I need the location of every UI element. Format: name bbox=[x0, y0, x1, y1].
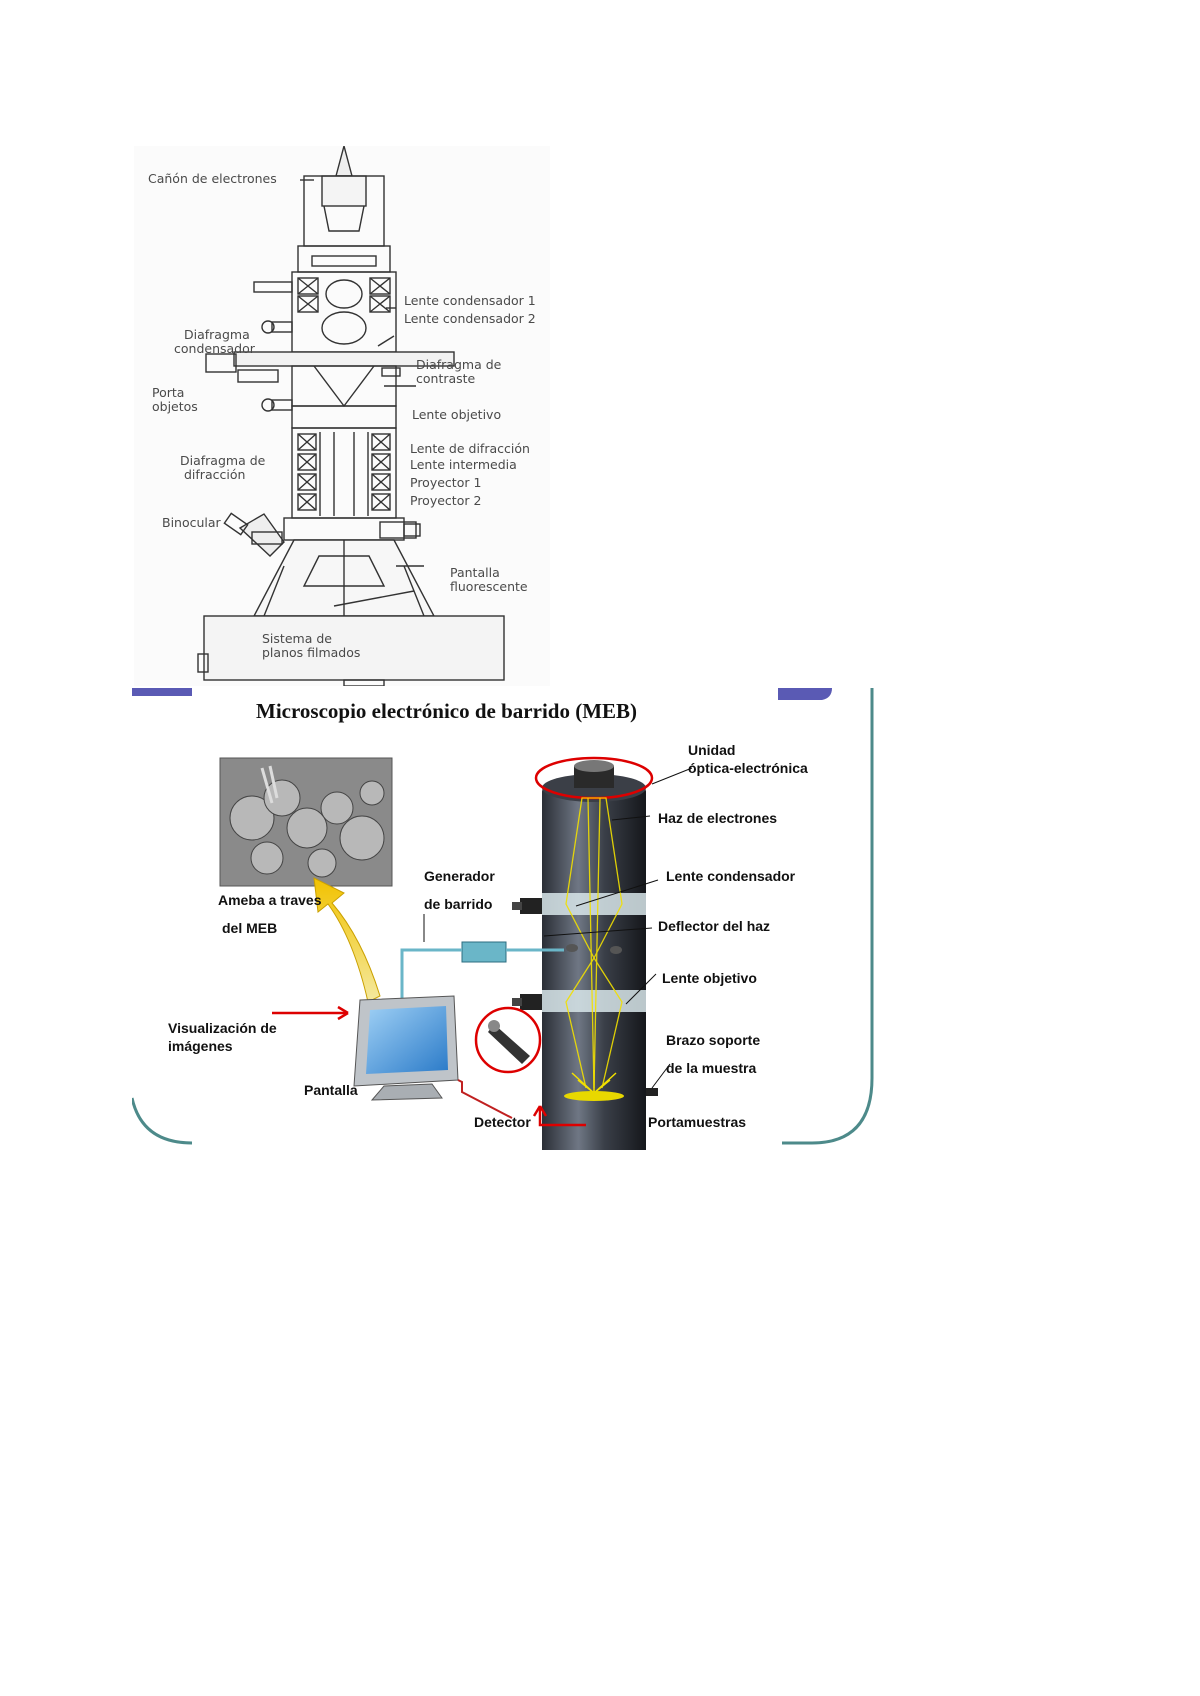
label-lente-condensador: Lente condensador bbox=[666, 868, 796, 884]
label-porta-2: objetos bbox=[152, 399, 198, 414]
label-lente-cond-1: Lente condensador 1 bbox=[404, 293, 536, 308]
label-lente-objetivo: Lente objetivo bbox=[412, 407, 502, 422]
label-visualizacion-1: Visualización de bbox=[168, 1020, 277, 1036]
label-brazo-2: de la muestra bbox=[666, 1060, 757, 1076]
label-sistema-2: planos filmados bbox=[262, 645, 361, 660]
label-pantalla-1: Pantalla bbox=[450, 565, 500, 580]
label-unidad-2: óptica-electrónica bbox=[688, 760, 808, 776]
label-porta-1: Porta bbox=[152, 385, 185, 400]
label-pantalla-2: fluorescente bbox=[450, 579, 528, 594]
tem-diagram: Cañón de electrones Lente condensador 1 … bbox=[134, 146, 550, 686]
label-unidad-1: Unidad bbox=[688, 742, 736, 758]
label-proyector-1: Proyector 1 bbox=[410, 475, 482, 490]
label-binocular: Binocular bbox=[162, 515, 221, 530]
label-portamuestras: Portamuestras bbox=[648, 1114, 747, 1130]
label-detector: Detector bbox=[474, 1114, 531, 1130]
label-diafragma-contraste-2: contraste bbox=[416, 371, 476, 386]
label-generador-1: Generador bbox=[424, 868, 495, 884]
label-deflector: Deflector del haz bbox=[658, 918, 771, 934]
label-pantalla-sem: Pantalla bbox=[304, 1082, 358, 1098]
label-diafragma-dif-2: difracción bbox=[184, 467, 246, 482]
label-lente-objetivo-sem: Lente objetivo bbox=[662, 970, 757, 986]
sem-title: Microscopio electrónico de barrido (MEB) bbox=[256, 699, 638, 723]
sem-diagram: Microscopio electrónico de barrido (MEB)… bbox=[132, 688, 878, 1150]
label-ameba-2: del MEB bbox=[222, 920, 278, 936]
label-generador-2: de barrido bbox=[424, 896, 493, 912]
label-lente-cond-2: Lente condensador 2 bbox=[404, 311, 536, 326]
label-diafragma-cond-2: condensador bbox=[174, 341, 255, 356]
label-proyector-2: Proyector 2 bbox=[410, 493, 482, 508]
label-diafragma-cond-1: Diafragma bbox=[184, 327, 250, 342]
label-haz: Haz de electrones bbox=[658, 810, 778, 826]
label-diafragma-contraste-1: Diafragma de bbox=[416, 357, 502, 372]
label-lente-difraccion: Lente de difracción bbox=[410, 441, 530, 456]
label-lente-intermedia: Lente intermedia bbox=[410, 457, 517, 472]
tem-drawing bbox=[197, 146, 505, 686]
label-sistema-1: Sistema de bbox=[262, 631, 332, 646]
label-ameba-1: Ameba a traves bbox=[218, 892, 322, 908]
label-brazo-1: Brazo soporte bbox=[666, 1032, 761, 1048]
label-canon: Cañón de electrones bbox=[148, 171, 277, 186]
label-visualizacion-2: imágenes bbox=[168, 1038, 233, 1054]
label-diafragma-dif-1: Diafragma de bbox=[180, 453, 266, 468]
sem-drawing bbox=[132, 688, 874, 1150]
